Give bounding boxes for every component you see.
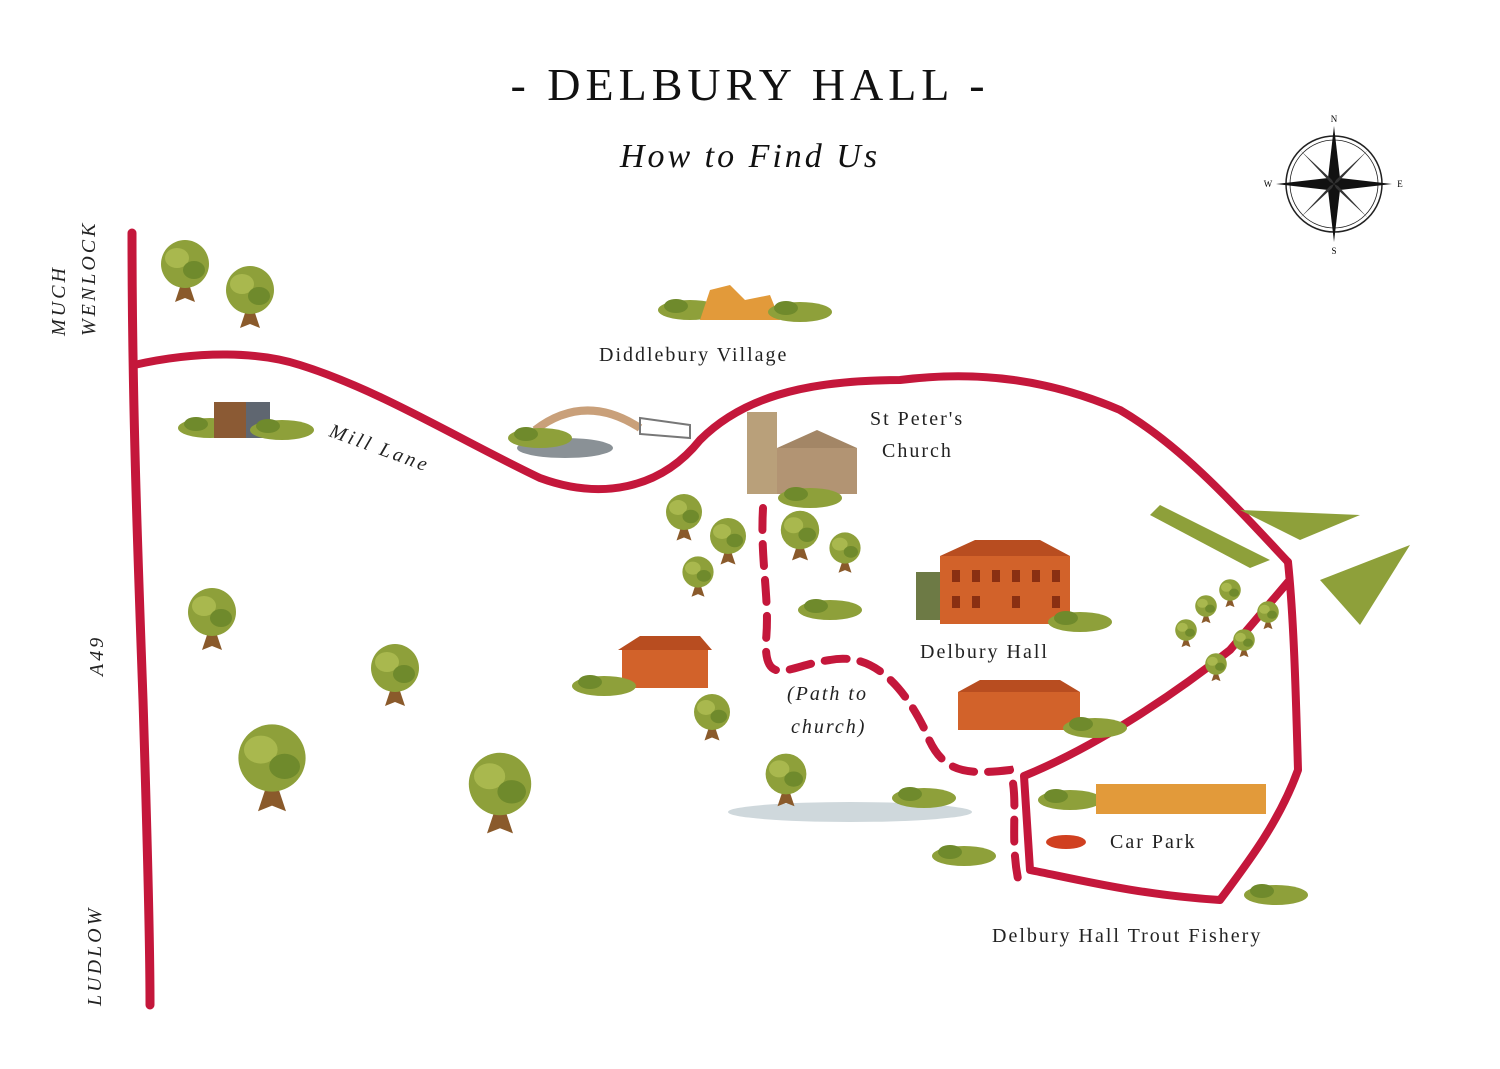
label-delbury-hall: Delbury Hall: [920, 641, 1049, 663]
direction-south: LUDLOW: [84, 905, 106, 1006]
label-church-line1: St Peter's: [870, 408, 965, 430]
bridge-pond: [508, 406, 691, 458]
direction-north-line1: MUCH: [48, 265, 70, 336]
church-path: [758, 504, 1024, 892]
trees-east: [932, 505, 1410, 905]
label-fishery: Delbury Hall Trout Fishery: [992, 925, 1263, 947]
pond: [728, 753, 972, 822]
farmhouse-illustration: [572, 636, 712, 696]
label-car-park: Car Park: [1110, 831, 1197, 853]
compass-west: W: [1264, 179, 1273, 189]
village-illustration: [658, 285, 832, 322]
label-village: Diddlebury Village: [599, 344, 789, 366]
a49-road: [127, 228, 155, 1010]
label-path-line1: (Path to: [787, 683, 868, 705]
map-subtitle: How to Find Us: [619, 138, 881, 175]
label-path-line2: church): [791, 716, 867, 738]
road-label-a49: A49: [86, 634, 108, 676]
fishery-building: [1038, 784, 1266, 849]
cottages-illustration: [958, 680, 1127, 738]
barn: [178, 402, 314, 440]
label-church-line2: Church: [882, 440, 953, 462]
compass-east: E: [1397, 179, 1403, 189]
trees-west: [161, 240, 532, 834]
direction-north-line2: WENLOCK: [78, 220, 100, 336]
map-title: - DELBURY HALL -: [510, 59, 990, 110]
compass-rose-icon: N S W E: [1264, 114, 1404, 256]
mill-lane-road: [130, 350, 1292, 566]
delbury-hall-illustration: [798, 540, 1112, 632]
compass-south: S: [1331, 246, 1336, 256]
church-illustration: [747, 412, 857, 508]
compass-north: N: [1331, 114, 1338, 124]
